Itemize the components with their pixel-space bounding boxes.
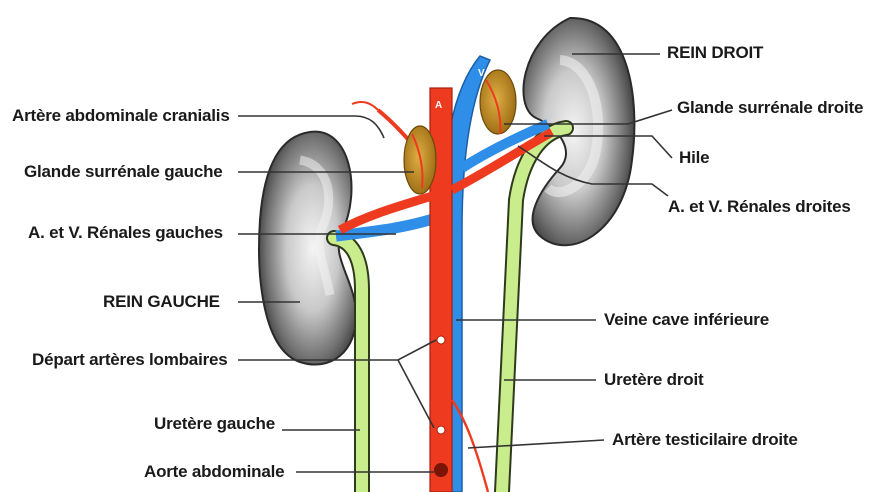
label-rein-droit: REIN DROIT	[667, 43, 764, 62]
label-depart-lombaires: Départ artères lombaires	[32, 350, 228, 369]
label-rein-gauche: REIN GAUCHE	[103, 292, 220, 311]
label-hile: Hile	[679, 148, 709, 167]
vena-cava-mark: V	[478, 68, 485, 79]
aorta-mark: A	[435, 100, 442, 111]
label-uretere-gauche: Uretère gauche	[154, 414, 275, 433]
label-artere-testiculaire-droite: Artère testicilaire droite	[612, 430, 798, 449]
lumbar-artery-departure-2	[437, 426, 445, 434]
label-arterie-abdominale-cranialis: Artère abdominale cranialis	[12, 106, 230, 125]
label-glande-surrenale-droite: Glande surrénale droite	[677, 98, 863, 117]
label-aorte-abdominale: Aorte abdominale	[144, 462, 284, 481]
lumbar-artery-departure-1	[437, 336, 445, 344]
aorta-marker-dot	[434, 463, 448, 477]
label-glande-surrenale-gauche: Glande surrénale gauche	[24, 162, 223, 181]
leader-testiculaire	[468, 440, 604, 448]
leader-lombaires-2	[398, 360, 434, 428]
label-veine-cave-inferieure: Veine cave inférieure	[604, 310, 769, 329]
label-av-renales-droites: A. et V. Rénales droites	[668, 197, 851, 216]
label-av-renales-gauches: A. et V. Rénales gauches	[28, 223, 223, 242]
label-uretere-droit: Uretère droit	[604, 370, 704, 389]
